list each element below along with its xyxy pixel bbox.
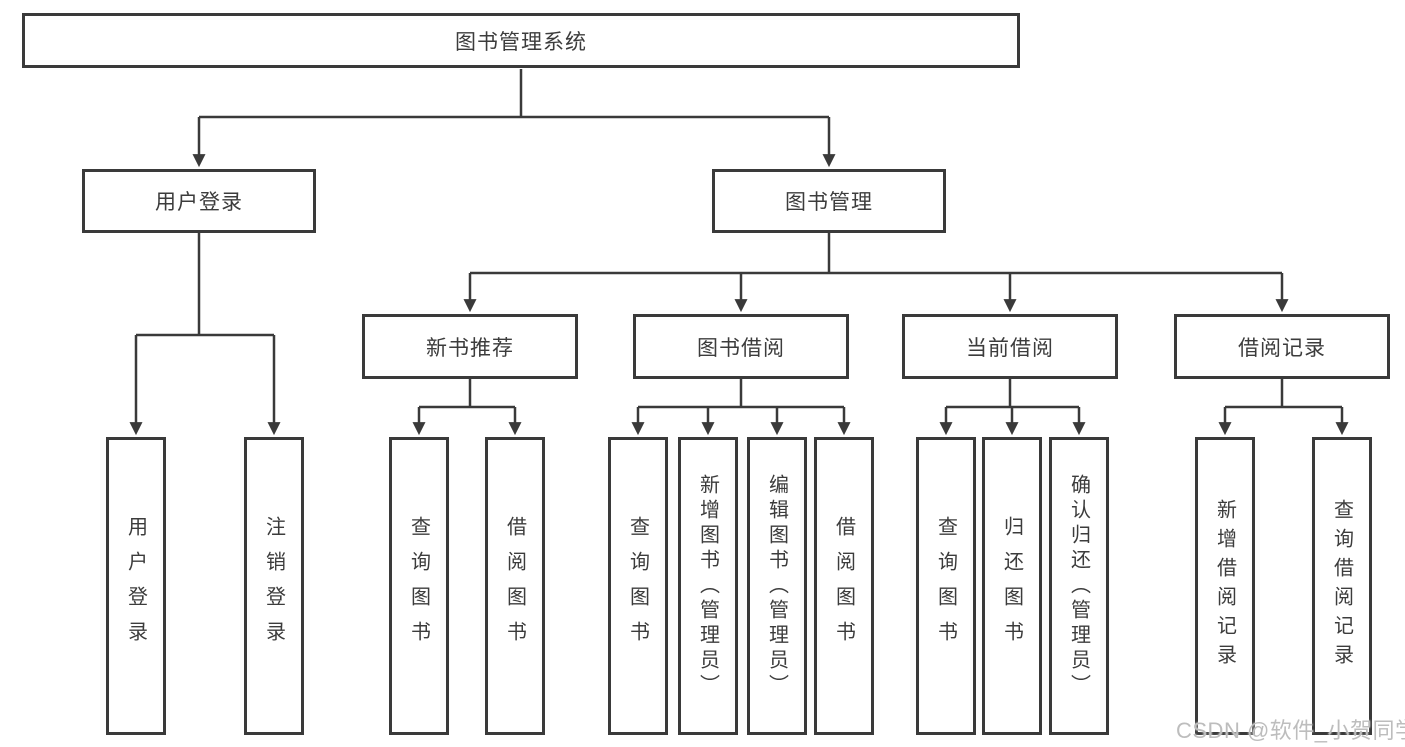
csdn-watermark: CSDN @软件_小贺同学 <box>1176 718 1405 743</box>
node-label: 编辑图书（管理员） <box>765 473 788 699</box>
leaf-edit-books-admin: 编辑图书（管理员） <box>747 437 807 735</box>
leaf-add-books-admin: 新增图书（管理员） <box>678 437 738 735</box>
leaf-borrow-books: 借阅图书 <box>814 437 874 735</box>
node-label: 当前借阅 <box>966 336 1054 360</box>
node-label: 新书推荐 <box>426 336 514 360</box>
node-label: 查询图书 <box>934 516 957 656</box>
node-current-borrowing: 当前借阅 <box>902 314 1118 379</box>
node-label: 借阅记录 <box>1238 336 1326 360</box>
node-label: 图书管理系统 <box>455 30 587 54</box>
leaf-borrow-books: 借阅图书 <box>485 437 545 735</box>
leaf-return-books: 归还图书 <box>982 437 1042 735</box>
node-label: 新增借阅记录 <box>1213 499 1236 673</box>
node-label: 查询图书 <box>626 516 649 656</box>
node-label: 用户登录 <box>155 191 243 214</box>
node-book-management: 图书管理 <box>712 169 946 233</box>
node-library-management-system: 图书管理系统 <box>22 13 1020 68</box>
node-borrowing-records: 借阅记录 <box>1174 314 1390 379</box>
leaf-query-borrow-record: 查询借阅记录 <box>1312 437 1372 735</box>
node-label: 确认归还（管理员） <box>1067 473 1090 699</box>
leaf-query-books: 查询图书 <box>916 437 976 735</box>
node-label: 借阅图书 <box>832 516 855 656</box>
leaf-add-borrow-record: 新增借阅记录 <box>1195 437 1255 735</box>
leaf-query-books: 查询图书 <box>389 437 449 735</box>
node-label: 注销登录 <box>262 516 285 656</box>
node-new-book-recommendation: 新书推荐 <box>362 314 578 379</box>
leaf-query-books: 查询图书 <box>608 437 668 735</box>
node-label: 查询借阅记录 <box>1330 499 1353 673</box>
node-label: 图书借阅 <box>697 336 785 360</box>
node-label: 借阅图书 <box>503 516 526 656</box>
node-label: 查询图书 <box>407 516 430 656</box>
leaf-user-login: 用户登录 <box>106 437 166 735</box>
node-label: 归还图书 <box>1000 516 1023 656</box>
node-label: 新增图书（管理员） <box>696 473 719 699</box>
node-label: 图书管理 <box>785 191 873 214</box>
leaf-logout: 注销登录 <box>244 437 304 735</box>
leaf-confirm-return-admin: 确认归还（管理员） <box>1049 437 1109 735</box>
node-book-borrowing: 图书借阅 <box>633 314 849 379</box>
node-label: 用户登录 <box>124 516 147 656</box>
node-user-login: 用户登录 <box>82 169 316 233</box>
